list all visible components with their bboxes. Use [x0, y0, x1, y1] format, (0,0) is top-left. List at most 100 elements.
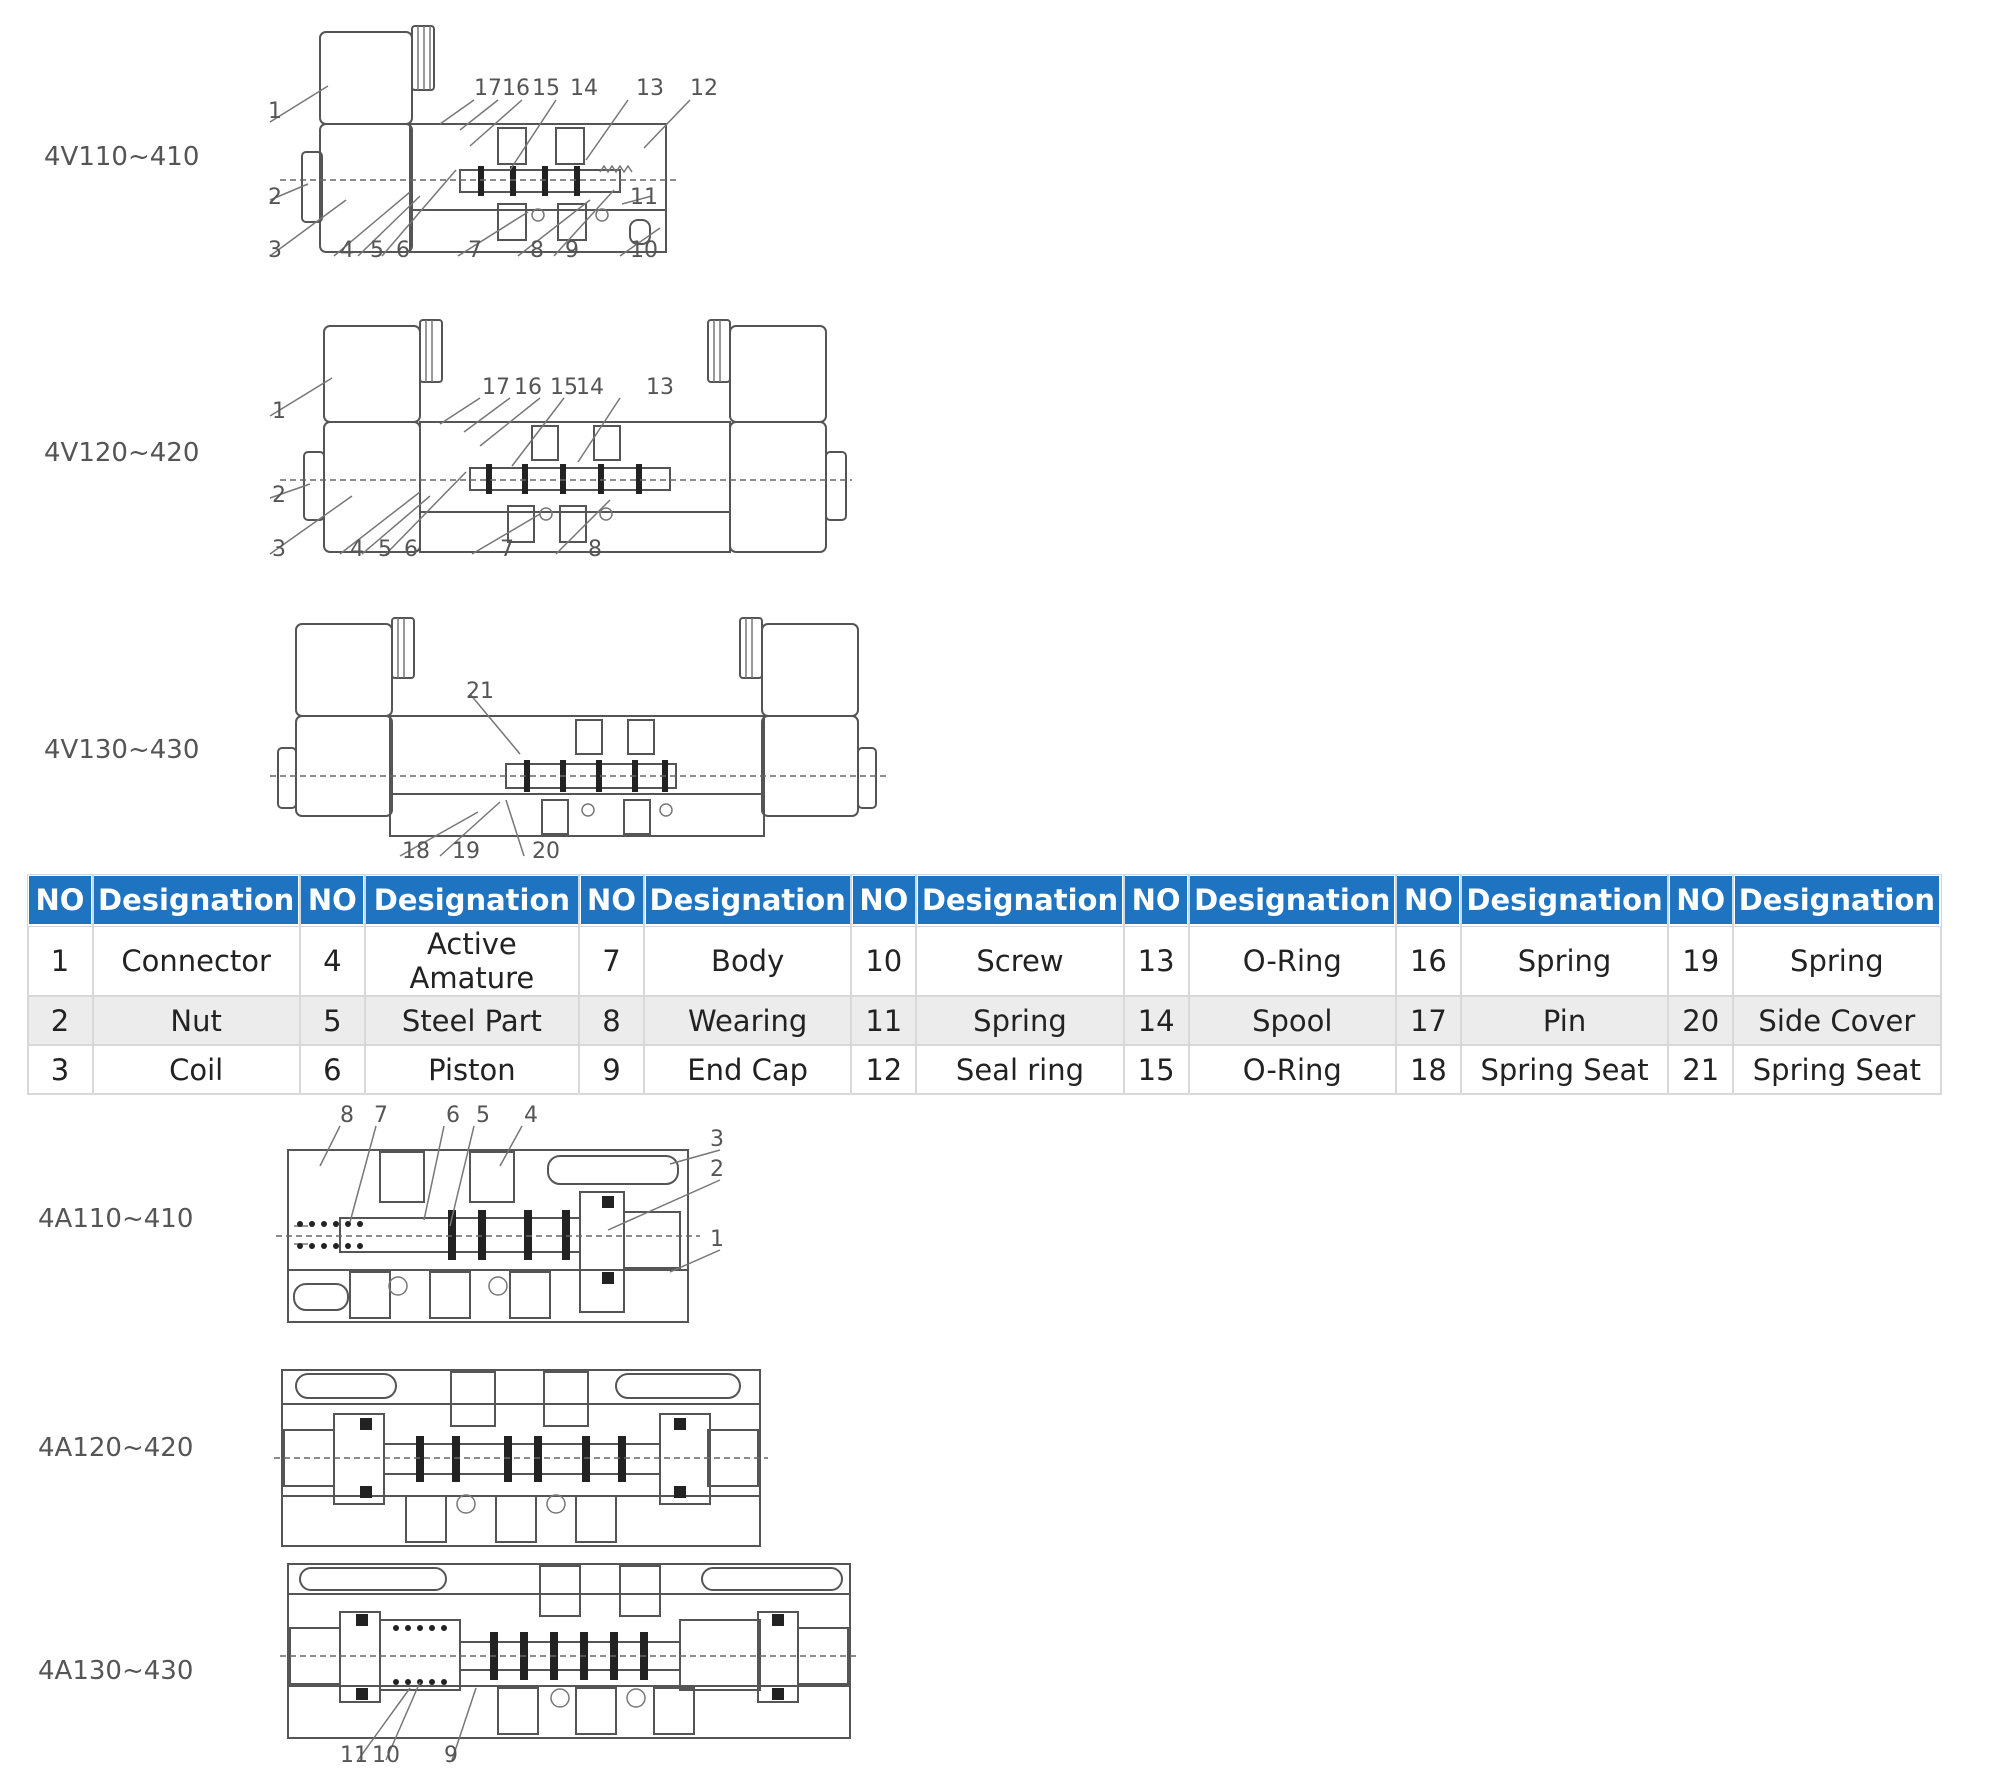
part-number: 4	[298, 924, 366, 997]
part-designation: Spring	[915, 995, 1125, 1046]
callout-12: 12	[690, 76, 718, 101]
part-designation: Screw	[915, 924, 1125, 997]
part-number: 13	[1122, 924, 1190, 997]
part-number: 8	[578, 995, 646, 1046]
model-label-4v130: 4V130~430	[44, 735, 200, 765]
callout-11: 11	[340, 1743, 368, 1768]
column-header-no: NO	[26, 873, 94, 927]
callout-4: 4	[524, 1103, 538, 1128]
callout-10: 10	[630, 238, 658, 263]
part-number: 18	[1394, 1044, 1462, 1095]
diagram-4v120: 1 2 3 4 5 6 7 8 13 14 15 16 17	[269, 319, 852, 562]
callout-4: 4	[350, 537, 364, 562]
callout-7: 7	[500, 537, 514, 562]
table-row: 3 Coil 6 Piston 9 End Cap 12 Seal ring 1…	[26, 1044, 1942, 1095]
callout-6: 6	[446, 1103, 460, 1128]
model-label-4v120: 4V120~420	[44, 438, 200, 468]
part-designation: Nut	[91, 995, 301, 1046]
model-label-4a110: 4A110~410	[38, 1204, 194, 1234]
callout-14: 14	[570, 76, 598, 101]
callout-1: 1	[710, 1227, 724, 1252]
column-header-designation: Designation	[914, 873, 1126, 927]
callout-6: 6	[404, 537, 418, 562]
model-label-4a130: 4A130~430	[38, 1656, 194, 1686]
callout-9: 9	[444, 1743, 458, 1768]
diagram-4a120	[274, 1369, 768, 1547]
model-label-4v110: 4V110~410	[44, 142, 200, 172]
part-number: 12	[850, 1044, 918, 1095]
callout-3: 3	[272, 537, 286, 562]
part-designation: Seal ring	[915, 1044, 1125, 1095]
column-header-no: NO	[298, 873, 367, 927]
callout-7: 7	[374, 1103, 388, 1128]
model-label-4a120: 4A120~420	[38, 1433, 194, 1463]
part-designation: Connector	[91, 924, 301, 997]
callout-3: 3	[268, 238, 282, 263]
column-header-designation: Designation	[642, 873, 853, 927]
table-row: 1 Connector 4 Active Amature 7 Body 10 S…	[26, 924, 1942, 997]
part-designation: Pin	[1459, 995, 1670, 1046]
column-header-designation: Designation	[1459, 873, 1670, 927]
part-designation: Coil	[91, 1044, 301, 1095]
column-header-designation: Designation	[363, 873, 581, 927]
callout-5: 5	[370, 238, 384, 263]
part-designation: Spring Seat	[1732, 1044, 1942, 1095]
part-number: 3	[26, 1044, 94, 1095]
callout-10: 10	[372, 1743, 400, 1768]
part-designation: Wearing	[643, 995, 853, 1046]
part-designation: O-Ring	[1187, 1044, 1397, 1095]
table-row: 2 Nut 5 Steel Part 8 Wearing 11 Spring 1…	[26, 995, 1942, 1046]
part-number: 16	[1394, 924, 1462, 997]
callout-20: 20	[532, 839, 560, 864]
callout-19: 19	[452, 839, 480, 864]
callout-1: 1	[272, 399, 286, 424]
callout-13: 13	[636, 76, 664, 101]
part-designation: Piston	[363, 1044, 581, 1095]
part-number: 7	[578, 924, 646, 997]
part-number: 15	[1122, 1044, 1190, 1095]
callout-17: 17	[482, 375, 510, 400]
part-designation: End Cap	[643, 1044, 853, 1095]
column-header-designation: Designation	[1187, 873, 1398, 927]
table-header-row: NO Designation NO Designation NO Designa…	[26, 873, 1943, 927]
callout-5: 5	[378, 537, 392, 562]
callout-11: 11	[630, 185, 658, 210]
callout-14: 14	[576, 375, 604, 400]
part-number: 21	[1667, 1044, 1735, 1095]
part-number: 14	[1122, 995, 1190, 1046]
part-number: 10	[850, 924, 918, 997]
callout-2: 2	[268, 185, 282, 210]
callout-17: 17	[474, 76, 502, 101]
part-number: 20	[1667, 995, 1735, 1046]
diagram-4a110: 8 7 6 5 4 3 2 1	[276, 1103, 724, 1323]
part-designation: Body	[643, 924, 853, 997]
callout-15: 15	[550, 375, 578, 400]
callout-2: 2	[272, 483, 286, 508]
part-number: 2	[26, 995, 94, 1046]
diagram-4v130: 21 18 19 20	[270, 617, 886, 864]
callout-4: 4	[340, 238, 354, 263]
column-header-designation: Designation	[1731, 873, 1943, 927]
part-designation: Active Amature	[363, 924, 581, 997]
part-designation: Steel Part	[363, 995, 581, 1046]
callout-7: 7	[468, 238, 482, 263]
callout-6: 6	[396, 238, 410, 263]
callout-9: 9	[565, 238, 579, 263]
part-designation: O-Ring	[1187, 924, 1397, 997]
callout-13: 13	[646, 375, 674, 400]
part-designation: Spring	[1459, 924, 1670, 997]
part-number: 6	[298, 1044, 366, 1095]
column-header-no: NO	[577, 873, 646, 927]
part-number: 5	[298, 995, 366, 1046]
callout-16: 16	[514, 375, 542, 400]
callout-8: 8	[588, 537, 602, 562]
diagram-4v110: 1 2 3 4 5 6 7 8 9 10 11 12 13 14 15 16 1…	[268, 25, 718, 263]
column-header-no: NO	[849, 873, 918, 927]
part-number: 9	[578, 1044, 646, 1095]
callout-8: 8	[530, 238, 544, 263]
callout-21: 21	[466, 679, 494, 704]
part-designation: Spool	[1187, 995, 1397, 1046]
callout-2: 2	[710, 1157, 724, 1182]
callout-16: 16	[502, 76, 530, 101]
callout-8: 8	[340, 1103, 354, 1128]
